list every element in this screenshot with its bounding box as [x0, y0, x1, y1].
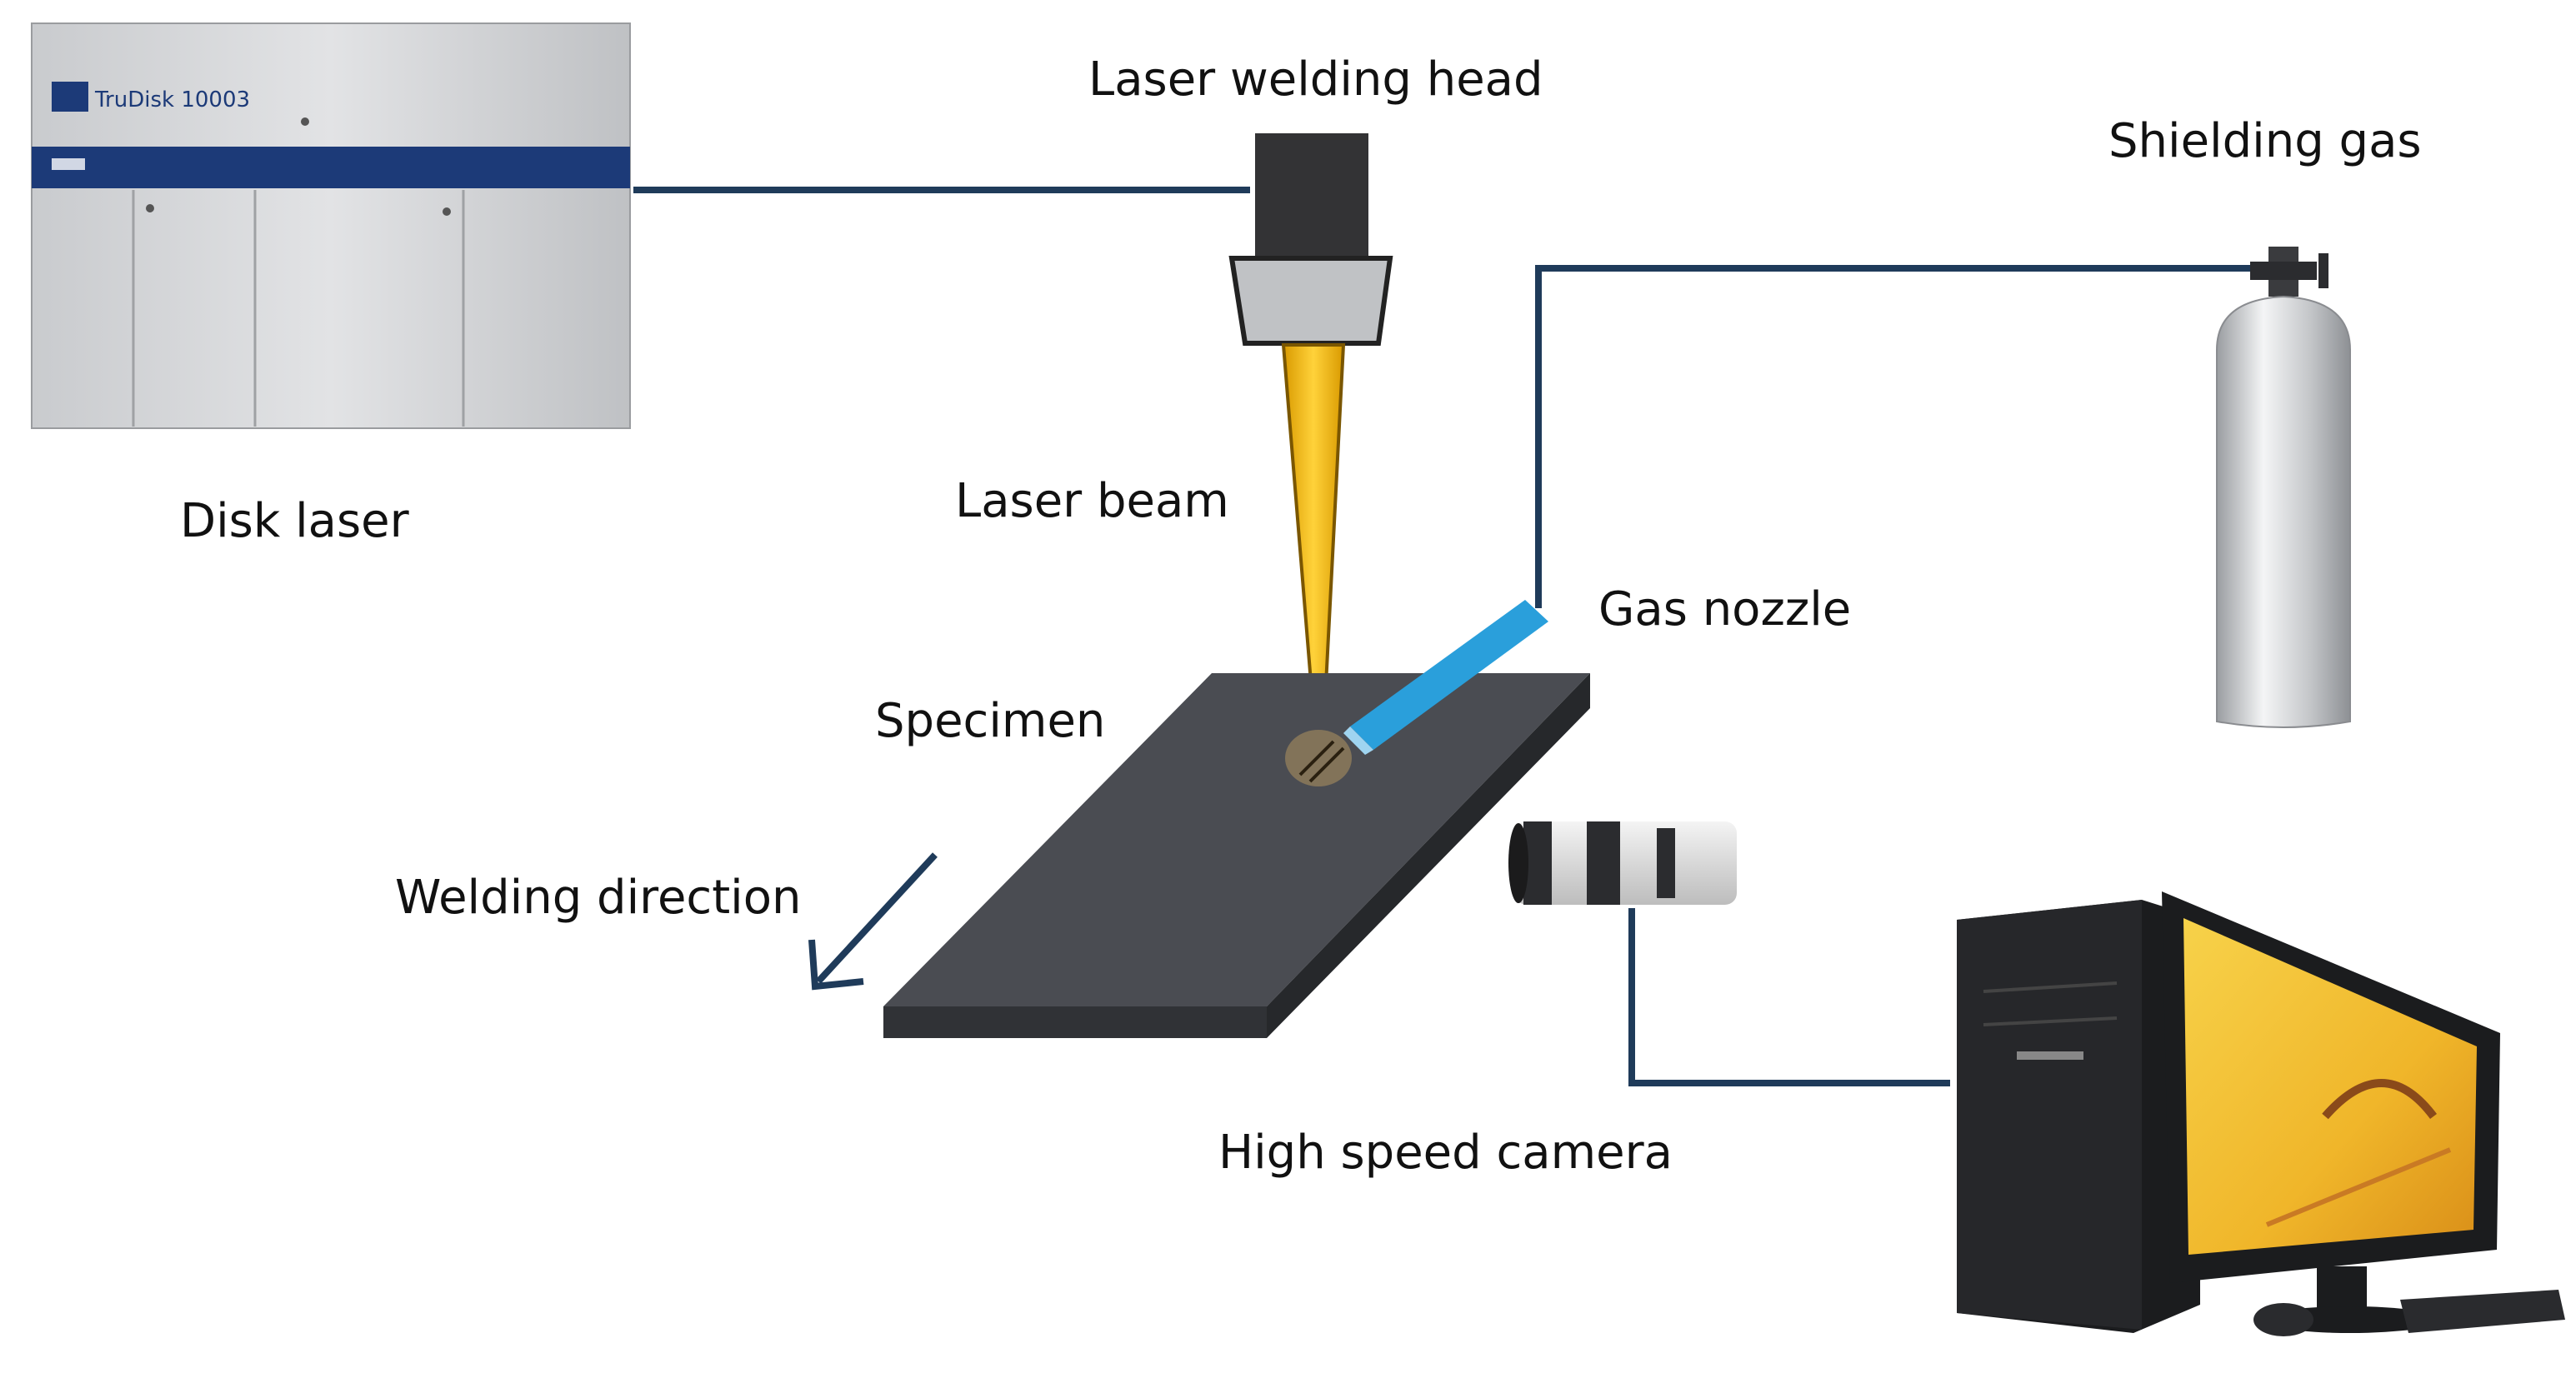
disk-laser-brand-text: TruDisk 10003 — [94, 87, 250, 112]
gas-nozzle — [1343, 600, 1548, 755]
label-laser-beam: Laser beam — [955, 474, 1229, 528]
laser-welding-head — [1228, 133, 1393, 346]
disk-laser-unit: TruDisk 10003 — [31, 22, 631, 429]
specimen-plate — [883, 673, 1590, 1038]
shielding-gas-cylinder — [2216, 247, 2351, 728]
label-laser-welding-head: Laser welding head — [1088, 52, 1543, 107]
label-high-speed-camera: High speed camera — [1218, 1126, 1673, 1180]
welding-direction-arrow — [808, 852, 938, 991]
label-welding-direction: Welding direction — [395, 871, 802, 925]
high-speed-camera — [1508, 821, 1737, 905]
label-shielding-gas: Shielding gas — [2108, 114, 2422, 168]
computer-workstation — [1957, 891, 2565, 1336]
label-disk-laser: Disk laser — [180, 494, 409, 548]
gas-supply-line — [1535, 265, 2250, 608]
camera-to-computer-line — [1628, 908, 1950, 1086]
label-gas-nozzle: Gas nozzle — [1598, 582, 1852, 637]
label-specimen: Specimen — [875, 694, 1106, 748]
